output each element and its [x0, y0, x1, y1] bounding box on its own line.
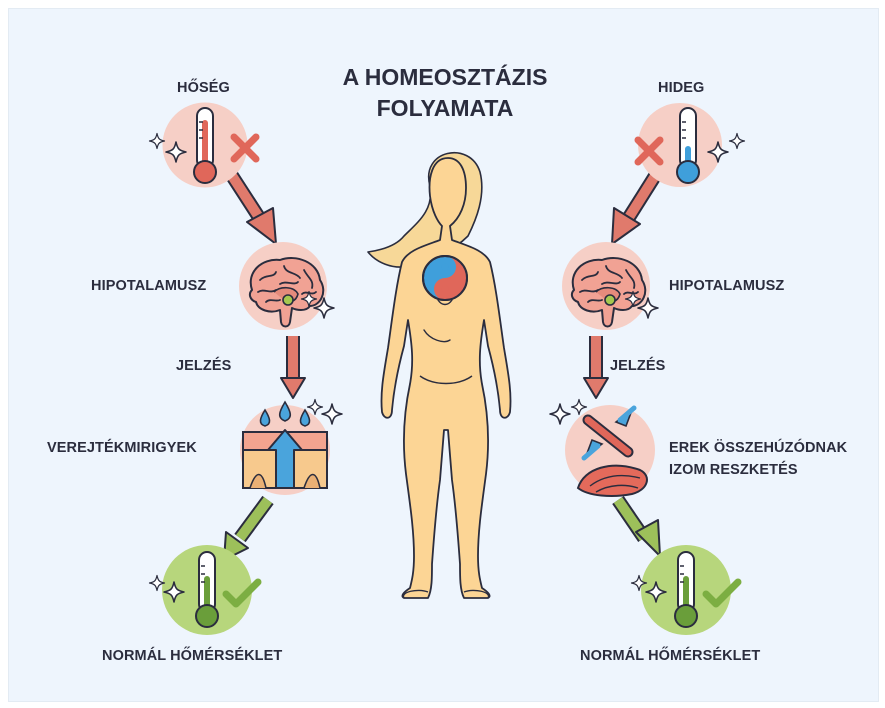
yin-yang-icon — [423, 256, 467, 300]
thermometer-normal-icon — [196, 552, 218, 627]
label-cold: HIDEG — [658, 80, 704, 96]
sweat-gland-circle — [240, 400, 342, 496]
brain-circle-left — [239, 242, 334, 330]
thermometer-normal-circle-right — [632, 545, 739, 635]
brain-circle-right — [562, 242, 658, 330]
title-line-2: FOLYAMATA — [300, 93, 590, 124]
sparkle-icon — [572, 400, 587, 415]
right-arrow-2 — [584, 336, 608, 398]
label-signal-right: JELZÉS — [610, 358, 665, 374]
left-arrow-1 — [227, 168, 276, 244]
sparkle-icon — [322, 404, 342, 424]
sweat-gland-icon — [243, 402, 327, 488]
label-vessels-constrict: EREK ÖSSZEHÚZÓDNAK — [669, 440, 847, 456]
human-figure — [368, 153, 511, 598]
left-arrow-3 — [224, 500, 268, 560]
label-heat: HŐSÉG — [177, 80, 230, 96]
thermometer-hot-circle — [150, 103, 257, 187]
page-title: A HOMEOSZTÁZIS FOLYAMATA — [300, 62, 590, 124]
right-arrow-1 — [612, 168, 660, 244]
label-muscle-shiver: IZOM RESZKETÉS — [669, 462, 798, 478]
label-normal-temp-right: NORMÁL HŐMÉRSÉKLET — [580, 648, 760, 664]
label-signal-left: JELZÉS — [176, 358, 231, 374]
title-line-1: A HOMEOSZTÁZIS — [300, 62, 590, 93]
label-sweat-glands: VEREJTÉKMIRIGYEK — [47, 440, 197, 456]
thermometer-normal-icon — [675, 552, 697, 627]
sparkle-icon — [150, 134, 165, 149]
thermometer-cold-icon — [677, 108, 699, 183]
sparkle-icon — [550, 404, 570, 424]
thermometer-normal-circle-left — [150, 545, 259, 635]
thermometer-hot-icon — [194, 108, 216, 183]
left-arrow-2 — [281, 336, 305, 398]
label-hypothalamus-right: HIPOTALAMUSZ — [669, 278, 784, 294]
vessel-muscle-circle — [550, 400, 655, 497]
label-normal-temp-left: NORMÁL HŐMÉRSÉKLET — [102, 648, 282, 664]
sparkle-icon — [308, 400, 323, 415]
body — [381, 158, 510, 598]
thermometer-cold-circle — [638, 103, 745, 187]
label-hypothalamus-left: HIPOTALAMUSZ — [91, 278, 206, 294]
sparkle-icon — [730, 134, 745, 149]
right-arrow-3 — [618, 500, 660, 556]
